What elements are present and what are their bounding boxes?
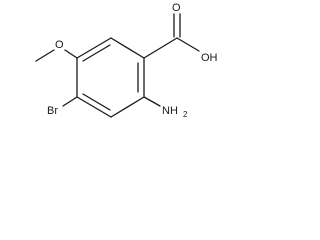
benzene-ring (76, 37, 145, 118)
bromine-substituent: Br (47, 96, 78, 117)
methoxy-oxygen-label: O (55, 39, 64, 51)
methoxy-group: O (35, 39, 78, 62)
ring-bond-c3-c4 (76, 96, 112, 118)
amino-label: NH (162, 105, 178, 117)
bond-ring-to-amino (143, 96, 161, 107)
bond-methoxy-oxygen-to-methyl (35, 49, 55, 62)
structure-diagram: O OH O Br NH 2 (35, 2, 218, 119)
bond-ring-to-bromine (62, 96, 78, 107)
amino-substituent: NH 2 (143, 96, 188, 119)
ring-bond-c5-c6 (76, 37, 112, 59)
carbonyl-oxygen-label: O (172, 2, 181, 14)
bond-carboxyl-carbon-to-hydroxyl (176, 37, 200, 52)
amino-subscript: 2 (183, 110, 188, 119)
ring-bond-c2-c3 (110, 96, 145, 118)
bromine-label: Br (47, 105, 58, 117)
ring-bond-c6-c1 (110, 37, 145, 59)
ring-inner-double-top (82, 44, 111, 62)
carboxyl-group: O OH (143, 2, 218, 64)
ring-inner-double-lower-left (82, 93, 111, 111)
bond-ring-to-methoxy-oxygen (64, 49, 78, 59)
hydroxyl-label: OH (201, 52, 218, 64)
bond-ring-to-carboxyl-carbon (143, 37, 178, 59)
